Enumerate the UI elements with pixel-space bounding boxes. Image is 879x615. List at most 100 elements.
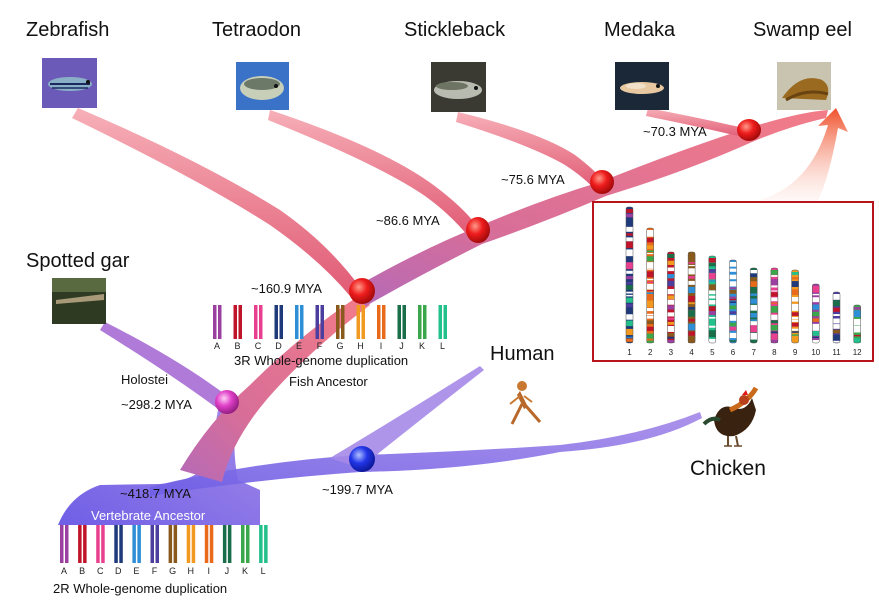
chromosome-3-band — [667, 274, 675, 279]
chromosome-11-band — [833, 314, 840, 317]
chromosome-4-band — [688, 262, 696, 264]
chromosome-2-band — [646, 320, 654, 325]
chromosome-9-band — [791, 334, 799, 336]
chromosome-2-band — [646, 333, 654, 339]
chromosome-11-band — [833, 334, 840, 341]
branch-tetraodon — [268, 110, 478, 236]
chromosome-2-band — [646, 256, 654, 262]
block2r-letter-g: G — [169, 566, 176, 576]
chromosome-2-band — [646, 245, 654, 250]
block2r-bar-j-1 — [222, 525, 227, 563]
time-vertebrate-split: ~418.7 MYA — [120, 486, 191, 501]
chromosome-1-band — [626, 233, 633, 236]
chromosome-4-band — [688, 310, 696, 317]
block3r-bar-d-2 — [279, 305, 283, 339]
chromosome-9-band — [791, 289, 799, 295]
chromosome-8-band — [770, 305, 778, 313]
node-zebrafish-split — [349, 278, 375, 304]
chromosome-5-band — [708, 316, 716, 319]
branch-fish-trunk — [350, 110, 828, 306]
chromosome-11-band — [833, 307, 840, 312]
label-spotted-gar: Spotted gar — [26, 250, 130, 272]
chromosome-6-band — [729, 268, 737, 272]
chromosome-label-10: 10 — [811, 348, 820, 357]
chromosome-3-band — [667, 312, 675, 317]
chromosome-3-band — [667, 339, 675, 343]
chromosome-8-band — [770, 320, 778, 324]
chromosome-1-band — [626, 303, 633, 308]
chromosome-8-band — [770, 335, 778, 339]
chromosome-3-band — [667, 325, 675, 332]
branch-actinopterygii — [180, 295, 370, 482]
block2r-bar-d-2 — [119, 525, 123, 563]
chromosome-2-band — [646, 340, 654, 343]
chromosome-7-band — [750, 293, 758, 296]
block2r-bar-e-2 — [137, 525, 141, 563]
chromosome-label-5: 5 — [710, 348, 715, 357]
chromosome-10-band — [812, 304, 820, 310]
chromosome-6-band — [729, 289, 737, 294]
chromosome-4-band — [688, 280, 696, 285]
label-chicken: Chicken — [690, 457, 766, 480]
chromosome-4-band — [688, 254, 696, 260]
block2r-bar-i-1 — [204, 525, 209, 563]
block2r-letter-c: C — [97, 566, 104, 576]
block3r-bar-b-1 — [233, 305, 237, 339]
chromosome-3-band — [667, 321, 675, 325]
block3r-bar-h-1 — [356, 305, 360, 339]
chromosome-7-band — [750, 298, 758, 304]
chromosome-8-band — [770, 279, 778, 286]
chromosome-6-band — [729, 311, 737, 315]
chromosome-8-band — [770, 331, 778, 334]
branch-zebrafish — [72, 108, 362, 296]
chromosome-label-9: 9 — [793, 348, 798, 357]
chromosome-2-band — [646, 307, 654, 312]
label-2r-wgd: 2R Whole-genome duplication — [53, 581, 227, 596]
chromosome-1-band — [626, 320, 633, 327]
chromosome-1-band — [626, 328, 633, 336]
chromosome-9-band — [791, 296, 799, 302]
chromosome-7-band — [750, 319, 758, 321]
chromosome-3-band — [667, 288, 675, 295]
chromosome-10-outline — [812, 283, 820, 344]
medaka-photo — [615, 62, 669, 110]
block3r-letter-k: K — [419, 341, 425, 351]
chromosome-12-band — [853, 307, 861, 310]
chromosome-1-band — [626, 276, 633, 280]
chromosome-2-band — [646, 237, 654, 243]
chromosome-3-band — [667, 267, 675, 272]
label-holostei: Holostei — [121, 372, 168, 387]
chromosome-5-band — [708, 330, 716, 338]
block2r-bar-k-1 — [241, 525, 245, 563]
chromosome-10-band — [812, 311, 820, 317]
chromosome-10-band — [812, 286, 820, 293]
block2r-bar-d-1 — [114, 525, 118, 563]
chromosome-4-band — [688, 307, 696, 310]
chromosome-12-outline — [853, 304, 861, 344]
block2r-letter-b: B — [79, 566, 85, 576]
block3r-bar-a-1 — [213, 305, 217, 339]
chromosome-11-band — [833, 340, 840, 343]
block3r-bar-l-2 — [443, 305, 447, 339]
node-tetraodon-split — [466, 217, 490, 243]
chromosome-3-band — [667, 295, 675, 300]
chromosome-8-band — [770, 275, 778, 277]
block2r-bar-g-1 — [168, 525, 173, 563]
chromosome-label-1: 1 — [627, 348, 632, 357]
chromosome-4-band — [688, 276, 696, 279]
label-tetraodon: Tetraodon — [212, 19, 301, 41]
block2r-bar-f-1 — [150, 525, 154, 563]
time-zebrafish-split: ~160.9 MYA — [251, 281, 322, 296]
chromosome-8-band — [770, 290, 778, 292]
node-medaka-split — [737, 119, 761, 141]
chromosome-1-band — [626, 336, 633, 338]
chromosome-8-band — [770, 292, 778, 297]
block3r-bar-j-2 — [402, 305, 406, 339]
chromosome-10-band — [812, 297, 820, 303]
chromosome-6-band — [729, 326, 737, 331]
chromosome-9-band — [791, 281, 799, 287]
label-fish-ancestor: Fish Ancestor — [289, 374, 368, 389]
block2r-letter-e: E — [133, 566, 139, 576]
block2r-letter-f: F — [152, 566, 158, 576]
